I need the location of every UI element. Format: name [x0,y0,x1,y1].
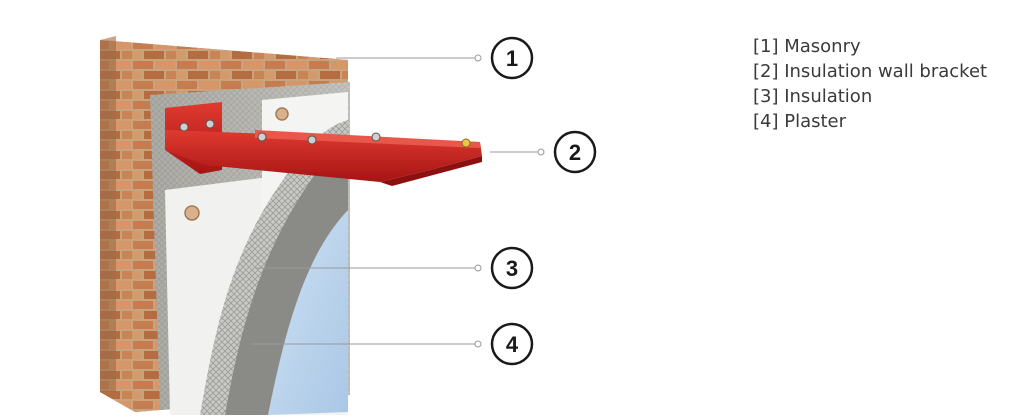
legend-item-insulation-wall-bracket: [2] Insulation wall bracket [753,59,987,84]
legend: [1] Masonry [2] Insulation wall bracket … [753,34,987,134]
callout-number: 1 [506,46,518,71]
callout-3: 3 [492,248,532,288]
callout-1: 1 [492,38,532,78]
callout-2: 2 [555,132,595,172]
callout-number: 4 [506,332,519,357]
legend-item-masonry: [1] Masonry [753,34,987,59]
legend-item-insulation: [3] Insulation [753,84,987,109]
callout-4: 4 [492,324,532,364]
callout-number: 2 [569,140,581,165]
callout-number: 3 [506,256,518,281]
legend-item-plaster: [4] Plaster [753,109,987,134]
